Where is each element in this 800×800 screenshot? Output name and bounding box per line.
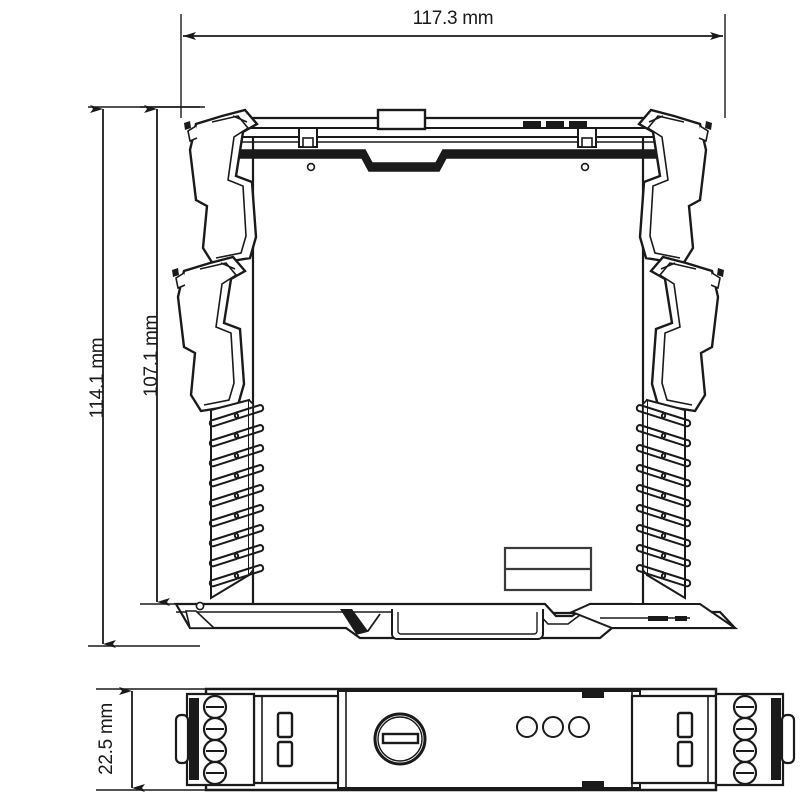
body-rectangle (251, 116, 645, 615)
clamp-edge (220, 262, 236, 270)
connector-left-body (252, 694, 340, 785)
led-indicator-2 (542, 716, 564, 738)
clip-recess (391, 609, 544, 640)
side-front-face (337, 689, 641, 790)
terminal-strip-right-rail (771, 698, 781, 780)
clamp-tab (710, 272, 721, 290)
clamp-edge (232, 115, 248, 123)
adjustment-screw-inner (377, 716, 423, 762)
clamp-edge (648, 115, 664, 123)
vent-panel-right (635, 398, 692, 600)
led-indicator-3 (568, 716, 590, 738)
dimension-depth-22: 22.5 mm (96, 687, 205, 792)
top-centre-block (376, 108, 427, 131)
clamp-tab (175, 272, 186, 290)
connector-left-window-2 (276, 740, 294, 768)
latch-tab-top (582, 689, 604, 698)
terminal-block-left-upper (184, 108, 259, 266)
foot-notch-curve (355, 613, 381, 635)
screw-slot (381, 732, 420, 745)
peg-right (580, 162, 590, 172)
clamp-outer (188, 108, 259, 266)
side-view: 22.5 mm (96, 687, 796, 792)
top-tab-1 (523, 121, 541, 128)
label-plate (503, 546, 593, 592)
latch-tab-bottom (582, 781, 604, 790)
led-indicator-1 (516, 716, 538, 738)
top-post-left-inner (302, 137, 314, 148)
dimension-depth-label: 22.5 mm (96, 703, 117, 775)
clip-recess-inner (397, 612, 538, 635)
terminal-block-right-upper (637, 108, 712, 266)
foot-arm-tab-2 (675, 616, 687, 621)
front-view (172, 108, 739, 640)
clamp-edge (660, 262, 676, 270)
dimension-height-overall-label: 114.1 mm (87, 338, 108, 419)
connector-left-window-1 (276, 711, 294, 739)
dimension-width-label: 117.3 mm (413, 8, 494, 29)
top-tab-2 (546, 121, 564, 128)
terminal-strip-left-rail (189, 698, 199, 780)
side-connector-left (174, 692, 340, 787)
connector-right-body (630, 694, 718, 785)
foot-peg (195, 601, 205, 611)
connector-right-window-1 (676, 711, 694, 739)
peg-left (306, 162, 316, 172)
side-connector-right (630, 692, 796, 787)
front-body-outline (251, 116, 645, 615)
clamp-outer (637, 108, 708, 266)
top-rail-upper (221, 127, 675, 138)
vent-panel-left (208, 398, 265, 600)
foot-notch-wedge (340, 609, 368, 634)
connector-right-window-2 (676, 740, 694, 768)
top-post-right-inner (581, 137, 593, 148)
foot-arm-tab-1 (648, 616, 668, 621)
clamp-tab (698, 125, 709, 143)
clamp-pin (172, 268, 179, 277)
clamp-pin (717, 268, 724, 277)
top-tab-3 (569, 121, 587, 128)
clamp-pin (184, 121, 191, 130)
dimension-height-body-label: 107.1 mm (141, 315, 162, 397)
terminal-left-grip (174, 713, 190, 765)
din-rail-foot (174, 601, 739, 640)
dimension-width-117: 117.3 mm (180, 8, 726, 118)
terminal-right-grip (780, 713, 796, 765)
clamp-tab (187, 125, 198, 143)
terminal-block-right-lower (649, 255, 724, 413)
foot-left-wedge (184, 610, 217, 629)
clamp-pin (705, 121, 712, 130)
